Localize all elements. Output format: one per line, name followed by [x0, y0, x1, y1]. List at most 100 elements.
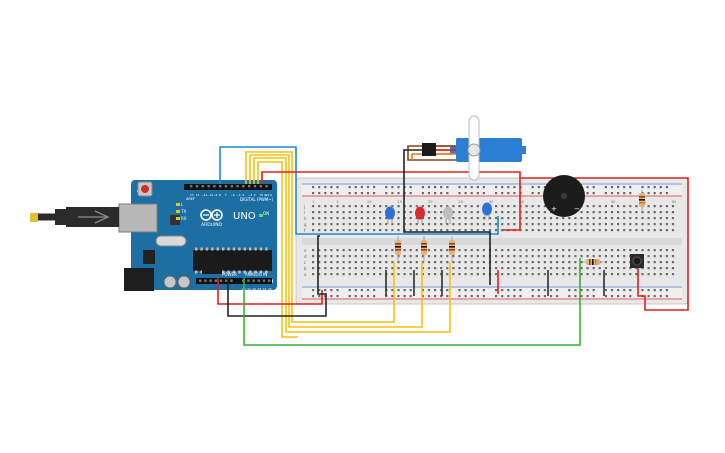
breadboard-hole [592, 273, 595, 276]
arduino-uno[interactable]: UNO ARDUINO DIGITAL (PWM~) POWER ANALOG … [30, 180, 277, 296]
breadboard-hole [342, 273, 345, 276]
led-blue-2[interactable] [482, 202, 492, 221]
piezo-buzzer[interactable]: + − [543, 175, 585, 217]
rail-hole [446, 289, 449, 292]
wire-brown-servo[interactable] [407, 145, 478, 161]
breadboard-hole [464, 205, 467, 208]
digital-header[interactable] [184, 184, 272, 190]
rail-hole [476, 192, 479, 195]
breadboard[interactable]: jihgfedcba151015202530354045505560 [295, 177, 689, 305]
rail-hole [348, 186, 351, 189]
breadboard-hole [653, 261, 656, 264]
breadboard-hole [427, 223, 431, 226]
digital-pin-label: ~3 [248, 193, 252, 197]
power-analog-header[interactable] [196, 278, 272, 284]
resistor-5[interactable] [639, 190, 645, 212]
rail-hole [495, 295, 498, 298]
wire-green-analog[interactable] [243, 258, 581, 346]
breadboard-hole [446, 223, 449, 226]
breadboard-hole [354, 217, 357, 220]
wire-black-servo-gnd[interactable] [403, 149, 491, 285]
breadboard-hole [556, 229, 559, 232]
breadboard-hole [531, 211, 534, 214]
rail-hole [373, 192, 376, 195]
breadboard-hole [336, 273, 339, 276]
wire-black-gnd[interactable] [227, 235, 327, 317]
led-white[interactable] [443, 206, 453, 225]
breadboard-hole [434, 273, 437, 276]
header-pin [207, 185, 210, 188]
breadboard-hole [659, 273, 662, 276]
breadboard-hole [312, 229, 315, 232]
row-label: e [304, 248, 307, 253]
breadboard-hole [598, 249, 601, 252]
rail-hole [586, 186, 589, 189]
wire-blue-signal[interactable] [219, 146, 499, 235]
breadboard-hole [427, 217, 431, 220]
buzzer-minus-label: − [574, 205, 580, 213]
breadboard-hole [562, 261, 565, 264]
wire-red-right[interactable] [520, 177, 689, 311]
breadboard-hole [336, 217, 339, 220]
breadboard-hole [379, 223, 382, 226]
resistor-2[interactable] [421, 236, 427, 262]
chip-pin [195, 247, 198, 251]
breadboard-hole [318, 211, 321, 214]
rail-hole [617, 295, 620, 298]
breadboard-hole [366, 211, 370, 214]
rail-hole [623, 186, 626, 189]
resistor-1[interactable] [395, 236, 401, 262]
wire-yellow-3[interactable] [253, 157, 451, 333]
rail-hole [653, 192, 656, 195]
breadboard-hole [409, 261, 412, 264]
breadboard-hole [403, 249, 406, 252]
breadboard-hole [629, 273, 632, 276]
breadboard-hole [440, 249, 443, 252]
resistor-3[interactable] [449, 236, 455, 262]
header-pin [204, 279, 207, 282]
pushbutton[interactable] [630, 254, 644, 268]
header-pin [262, 279, 266, 282]
rail-hole [336, 289, 339, 292]
wire-yellow-1[interactable] [245, 151, 395, 323]
breadboard-hole [623, 211, 626, 214]
led-red[interactable] [415, 206, 425, 225]
breadboard-hole [427, 205, 431, 208]
wire-red-top[interactable] [261, 171, 521, 231]
breadboard-hole [513, 217, 516, 220]
wire-red-5v[interactable] [217, 278, 323, 305]
power-jack[interactable] [124, 268, 154, 291]
breadboard-hole [342, 205, 345, 208]
wire-orange-servo[interactable] [411, 153, 422, 160]
header-pin [219, 185, 222, 188]
rail-hole [531, 295, 534, 298]
breadboard-hole [434, 229, 437, 232]
breadboard-hole [336, 249, 339, 252]
breadboard-hole [391, 267, 394, 270]
digital-pin-label: TX 1 [259, 193, 267, 197]
breadboard-hole [531, 273, 534, 276]
breadboard-hole [580, 273, 583, 276]
rail-hole [629, 289, 632, 292]
breadboard-hole [537, 229, 540, 232]
servo-motor[interactable] [422, 115, 526, 181]
resistor-4[interactable] [582, 259, 604, 265]
chip-pin [227, 270, 230, 274]
rail-hole [531, 289, 534, 292]
wire-yellow-2[interactable] [249, 154, 423, 328]
breadboard-hole [379, 205, 382, 208]
breadboard-hole [452, 205, 455, 208]
breadboard-hole [525, 229, 528, 232]
breadboard-hole [653, 217, 656, 220]
breadboard-hole [452, 261, 455, 264]
breadboard-hole [476, 255, 479, 258]
usb-port[interactable] [118, 203, 158, 233]
led-blue-1[interactable] [385, 206, 395, 225]
breadboard-hole [647, 217, 650, 220]
breadboard-hole [574, 267, 577, 270]
breadboard-hole [507, 205, 510, 208]
wire-yellow-4[interactable] [257, 161, 298, 338]
breadboard-hole [586, 273, 589, 276]
rail-hole [495, 289, 498, 292]
